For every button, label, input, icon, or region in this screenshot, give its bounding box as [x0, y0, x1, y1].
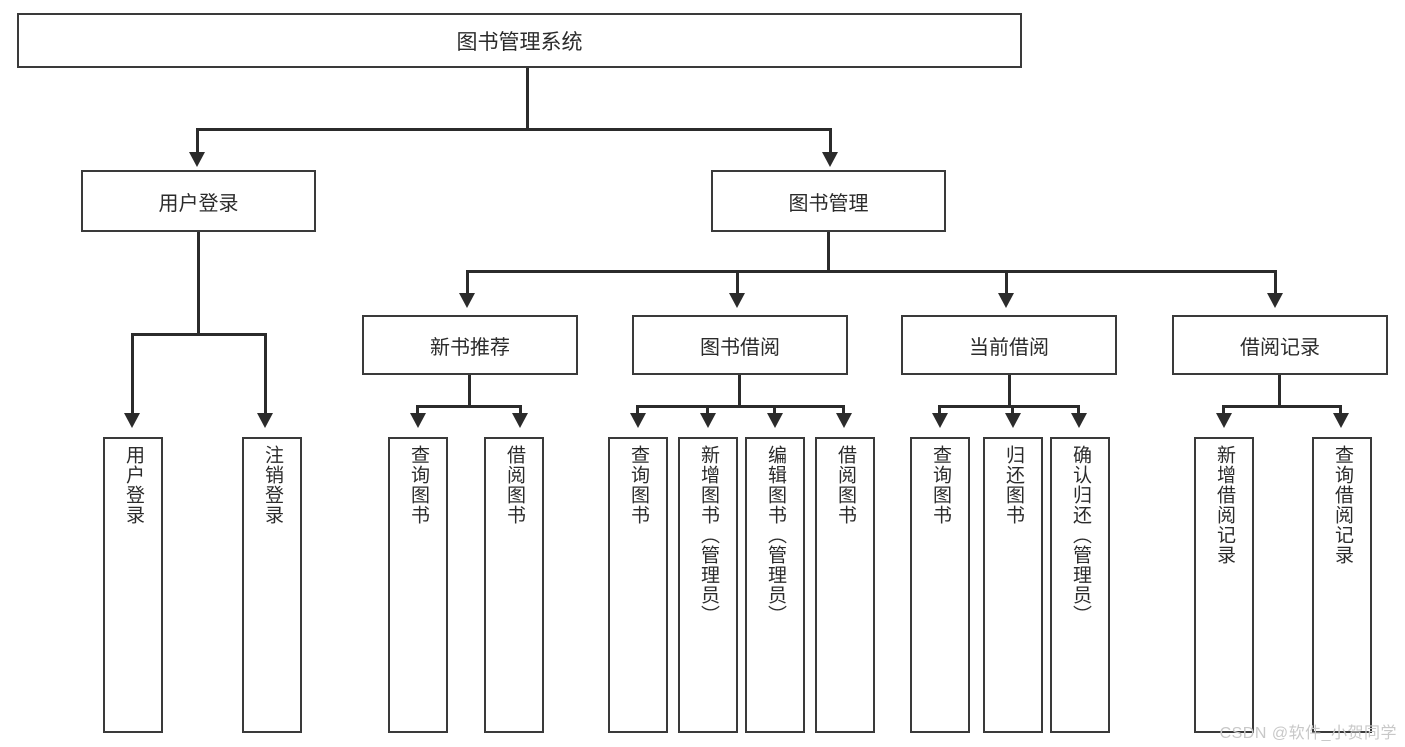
- leaf-bb-borrow-book[interactable]: 借阅图书: [815, 437, 875, 733]
- arrowhead-br-leaf-1: [1216, 413, 1232, 428]
- connector-cb-stem: [1008, 375, 1011, 407]
- arrowhead-current-borrow: [998, 293, 1014, 308]
- connector-br-stem: [1278, 375, 1281, 407]
- connector-bb-stem: [738, 375, 741, 407]
- arrowhead-user-login: [189, 152, 205, 167]
- arrowhead-bb-leaf-3: [767, 413, 783, 428]
- node-label: 当前借阅: [969, 336, 1049, 359]
- connector-bb-drop-1: [636, 405, 639, 415]
- arrowhead-br-leaf-2: [1333, 413, 1349, 428]
- arrowhead-book-manage: [822, 152, 838, 167]
- leaf-label: 用户登录: [122, 445, 144, 525]
- node-current-borrow[interactable]: 当前借阅: [901, 315, 1117, 375]
- leaf-bb-edit-book[interactable]: 编辑图书（管理员）: [745, 437, 805, 733]
- connector-cb-drop-2: [1011, 405, 1014, 415]
- connector-bm-drop-1: [466, 270, 469, 295]
- leaf-bb-add-book[interactable]: 新增图书（管理员）: [678, 437, 738, 733]
- connector-book-manage-stem: [827, 232, 830, 272]
- leaf-label: 查询图书: [627, 445, 649, 525]
- watermark: CSDN @软件_小贺同学: [1219, 725, 1397, 742]
- leaf-label: 归还图书: [1002, 445, 1024, 525]
- node-label: 图书管理: [788, 192, 869, 215]
- node-borrow-record[interactable]: 借阅记录: [1172, 315, 1388, 375]
- connector-bm-drop-2: [736, 270, 739, 295]
- arrowhead-cb-leaf-1: [932, 413, 948, 428]
- leaf-nbr-borrow-book[interactable]: 借阅图书: [484, 437, 544, 733]
- leaf-label: 借阅图书: [834, 445, 856, 525]
- arrowhead-nbr-leaf-2: [512, 413, 528, 428]
- node-label: 借阅记录: [1240, 336, 1320, 359]
- connector-user-login-drop-1: [131, 333, 134, 415]
- leaf-nbr-query-book[interactable]: 查询图书: [388, 437, 448, 733]
- leaf-bb-query-book[interactable]: 查询图书: [608, 437, 668, 733]
- leaf-label: 注销登录: [261, 445, 283, 525]
- leaf-cb-return-book[interactable]: 归还图书: [983, 437, 1043, 733]
- node-label: 图书借阅: [700, 336, 780, 359]
- connector-bb-bar: [636, 405, 844, 408]
- arrowhead-book-borrow: [729, 293, 745, 308]
- leaf-label: 新增借阅记录: [1213, 445, 1235, 565]
- arrowhead-leaf-user-login: [124, 413, 140, 428]
- leaf-label: 查询借阅记录: [1331, 445, 1353, 565]
- connector-book-manage-bar: [466, 270, 1277, 273]
- leaf-br-add-record[interactable]: 新增借阅记录: [1194, 437, 1254, 733]
- node-user-login[interactable]: 用户登录: [81, 170, 316, 232]
- arrowhead-bb-leaf-1: [630, 413, 646, 428]
- leaf-br-query-record[interactable]: 查询借阅记录: [1312, 437, 1372, 733]
- leaf-label: 查询图书: [929, 445, 951, 525]
- arrowhead-cb-leaf-2: [1005, 413, 1021, 428]
- connector-user-login-bar: [131, 333, 267, 336]
- connector-nbr-drop-1: [416, 405, 419, 415]
- arrowhead-borrow-record: [1267, 293, 1283, 308]
- leaf-cb-query-book[interactable]: 查询图书: [910, 437, 970, 733]
- connector-root-bar: [196, 128, 832, 131]
- leaf-label: 编辑图书（管理员）: [764, 445, 786, 625]
- node-book-manage[interactable]: 图书管理: [711, 170, 946, 232]
- node-label: 新书推荐: [430, 336, 510, 359]
- leaf-label: 借阅图书: [503, 445, 525, 525]
- connector-br-bar: [1222, 405, 1341, 408]
- leaf-cb-confirm-return[interactable]: 确认归还（管理员）: [1050, 437, 1110, 733]
- node-root[interactable]: 图书管理系统: [17, 13, 1022, 68]
- node-book-borrow[interactable]: 图书借阅: [632, 315, 848, 375]
- connector-cb-drop-1: [938, 405, 941, 415]
- node-new-book-recommend[interactable]: 新书推荐: [362, 315, 578, 375]
- node-label: 用户登录: [158, 192, 239, 215]
- arrowhead-new-book: [459, 293, 475, 308]
- arrowhead-cb-leaf-3: [1071, 413, 1087, 428]
- connector-cb-drop-3: [1077, 405, 1080, 415]
- connector-nbr-bar: [416, 405, 522, 408]
- connector-cb-bar: [938, 405, 1078, 408]
- connector-br-drop-2: [1339, 405, 1342, 415]
- connector-user-login-drop-2: [264, 333, 267, 415]
- leaf-label: 新增图书（管理员）: [697, 445, 719, 625]
- node-label: 图书管理系统: [456, 30, 583, 54]
- leaf-logout[interactable]: 注销登录: [242, 437, 302, 733]
- leaf-label: 查询图书: [407, 445, 429, 525]
- arrowhead-bb-leaf-4: [836, 413, 852, 428]
- connector-bb-drop-4: [842, 405, 845, 415]
- arrowhead-leaf-logout: [257, 413, 273, 428]
- connector-root-to-book-manage: [829, 128, 832, 153]
- leaf-user-login[interactable]: 用户登录: [103, 437, 163, 733]
- connector-root-to-user-login: [196, 128, 199, 153]
- arrowhead-nbr-leaf-1: [410, 413, 426, 428]
- connector-root-stem: [526, 68, 529, 130]
- connector-bm-drop-4: [1274, 270, 1277, 295]
- leaf-label: 确认归还（管理员）: [1069, 445, 1091, 625]
- connector-user-login-stem: [197, 232, 200, 336]
- connector-bm-drop-3: [1005, 270, 1008, 295]
- connector-nbr-drop-2: [519, 405, 522, 415]
- connector-bb-drop-3: [773, 405, 776, 415]
- connector-bb-drop-2: [706, 405, 709, 415]
- arrowhead-bb-leaf-2: [700, 413, 716, 428]
- connector-br-drop-1: [1222, 405, 1225, 415]
- connector-nbr-stem: [468, 375, 471, 407]
